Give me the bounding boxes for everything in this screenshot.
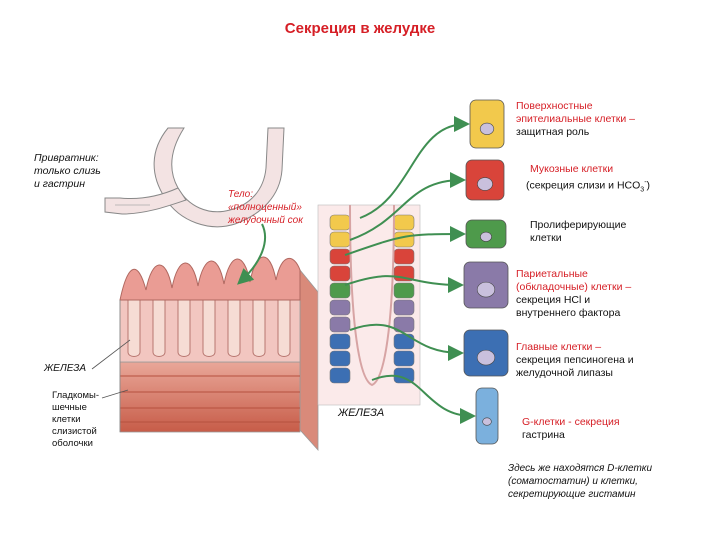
gland-lining-cell [393, 282, 415, 299]
g-cell [475, 387, 499, 445]
note-line-2: (соматостатин) и клетки, [508, 476, 638, 487]
gland-lining-cell [329, 248, 351, 265]
proliferating-cells-label-1: Пролиферирующие [530, 219, 627, 231]
gland-label-left: ЖЕЛЕЗА [44, 363, 87, 374]
mucous-cells-label-2-tail: ) [646, 179, 651, 192]
gland-lining-cell [393, 248, 415, 265]
body-label-2: «полноценный» [228, 202, 302, 213]
hco3-superscript: - [644, 179, 647, 186]
parietal-cell-nucleus [476, 281, 496, 298]
gastric-gland [227, 300, 241, 357]
gland-lining-cell [393, 350, 415, 367]
proliferating-cells-label-2: клетки [530, 232, 562, 244]
pylorus-label-1: Привратник: [34, 152, 99, 164]
gland-lining-cell [329, 333, 351, 350]
chief-cells-label-2: секреция пепсиногена и [516, 354, 634, 366]
g-cells-label-1: G-клетки - секреция [522, 416, 620, 428]
chief-cells-label-3: желудочной липазы [516, 367, 613, 379]
gland-lining-cell [329, 316, 351, 333]
proliferating-cell-nucleus [480, 231, 492, 242]
chief-cell-arrow [349, 323, 464, 361]
parietal-cells-label-1: Париетальные [516, 268, 588, 280]
gland-lining-cell [329, 282, 351, 299]
gastric-gland [277, 300, 291, 357]
smooth-muscle-label-2: шечные [52, 402, 87, 413]
parietal-cells-label-2: (обкладочные) клетки – [516, 281, 632, 293]
gastric-gland [252, 300, 266, 357]
gland-lining-cell [329, 265, 351, 282]
surface-cells-label-3: защитная роль [516, 126, 590, 138]
gland-lining-cell [329, 367, 351, 384]
gastric-gland [177, 300, 191, 357]
parietal-cell-arrow [344, 275, 464, 293]
proliferating-cell-arrow [344, 226, 466, 256]
g-cells-label-2: гастрина [522, 429, 565, 441]
surface-epithelial-cell-nucleus [479, 122, 495, 135]
g-cell-arrow [371, 374, 476, 424]
body-to-tissue-arrow [237, 223, 266, 285]
gastric-gland [152, 300, 166, 357]
gastric-gland [127, 300, 141, 357]
pylorus-label-3: и гастрин [34, 178, 85, 190]
body-label-3: желудочный сок [228, 215, 303, 226]
gland-enlargement [317, 204, 421, 406]
gland-lining-cell [393, 333, 415, 350]
page-title: Секреция в желудке [284, 20, 436, 37]
chief-cell-nucleus [476, 349, 496, 366]
stomach-illustration [104, 127, 285, 228]
gland-lining-cell [393, 214, 415, 231]
hco3-subscript: 3 [640, 186, 645, 194]
gland-label-center: ЖЕЛЕЗА [338, 407, 385, 419]
mucous-cell-arrow [349, 172, 466, 241]
gland-lining-cell [393, 316, 415, 333]
parietal-cells-label-4: внутреннего фактора [516, 307, 621, 319]
smooth-muscle-label-4: слизистой [52, 426, 97, 437]
smooth-muscle-label-5: оболочки [52, 438, 93, 449]
chief-cells-label-1: Главные клетки – [516, 341, 602, 353]
surface-cells-label-1: Поверхностные [516, 100, 593, 112]
mucous-cells-label-2: (секреция слизи и HCO3-) [526, 176, 650, 197]
gland-lining-cell [329, 350, 351, 367]
smooth-muscle-label-1: Гладкомы- [52, 390, 100, 401]
gland-lining-cell [329, 299, 351, 316]
note-line-1: Здесь же находятся D-клетки [508, 463, 653, 474]
body-label-1: Тело: [228, 189, 253, 200]
surface-cells-label-2: эпителиальные клетки – [516, 113, 635, 125]
gland-lining-cell [329, 214, 351, 231]
smooth-muscle-leader-line [101, 389, 129, 399]
parietal-cells-label-3: секреция HCl и [516, 294, 591, 306]
gland-lining-cell [393, 299, 415, 316]
mucous-cells-label-1: Мукозные клетки [530, 163, 614, 175]
surface-epithelial-cell-arrow [359, 116, 470, 219]
pylorus-label-2: только слизь [34, 165, 101, 177]
mucous-cells-label-2-text: (секреция слизи и HCO [526, 179, 641, 192]
gastric-gland [202, 300, 216, 357]
mucosa-tissue-block [119, 256, 319, 452]
smooth-muscle-label-3: клетки [52, 414, 81, 425]
g-cell-nucleus [482, 417, 492, 426]
note-line-3: секретирующие гистамин [508, 489, 636, 500]
gland-lining-cell [329, 231, 351, 248]
mucous-cell-nucleus [477, 177, 493, 191]
gland-leader-line [91, 339, 131, 370]
